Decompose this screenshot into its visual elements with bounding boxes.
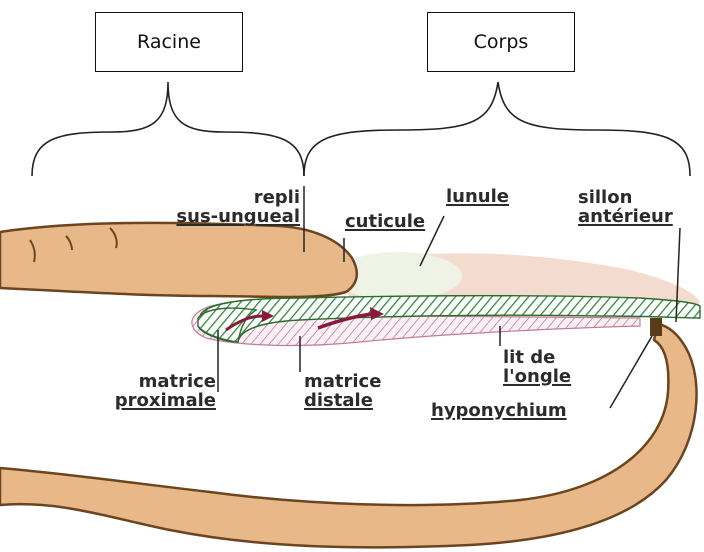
repli-line-2: sus-ungueal [170,207,300,226]
matrice-proximale-label: matrice proximale [96,372,216,410]
repli-line-1: repli [170,188,300,207]
sillon-label: sillon antérieur [578,188,673,226]
racine-brace [32,82,304,176]
hyponychium-patch [650,318,662,336]
leader-hyponychium [610,336,652,408]
hyponychium-label: hyponychium [431,401,567,420]
corps-brace [304,82,690,176]
repli-label: repli sus-ungueal [170,188,300,226]
matrice-proximale-line-1: matrice [96,372,216,391]
lit-line-2: l'ongle [503,367,571,386]
matrice-distale-label: matrice distale [304,372,381,410]
sillon-line-2: antérieur [578,207,673,226]
lit-de-l-ongle-label: lit de l'ongle [503,348,571,386]
matrice-proximale-line-2: proximale [96,391,216,410]
finger-pulp [0,324,697,547]
sillon-line-1: sillon [578,188,673,207]
lit-line-1: lit de [503,348,571,367]
matrice-distale-line-1: matrice [304,372,381,391]
matrice-distale-line-2: distale [304,391,381,410]
lunule-label: lunule [446,187,509,206]
cuticule-label: cuticule [345,212,425,231]
